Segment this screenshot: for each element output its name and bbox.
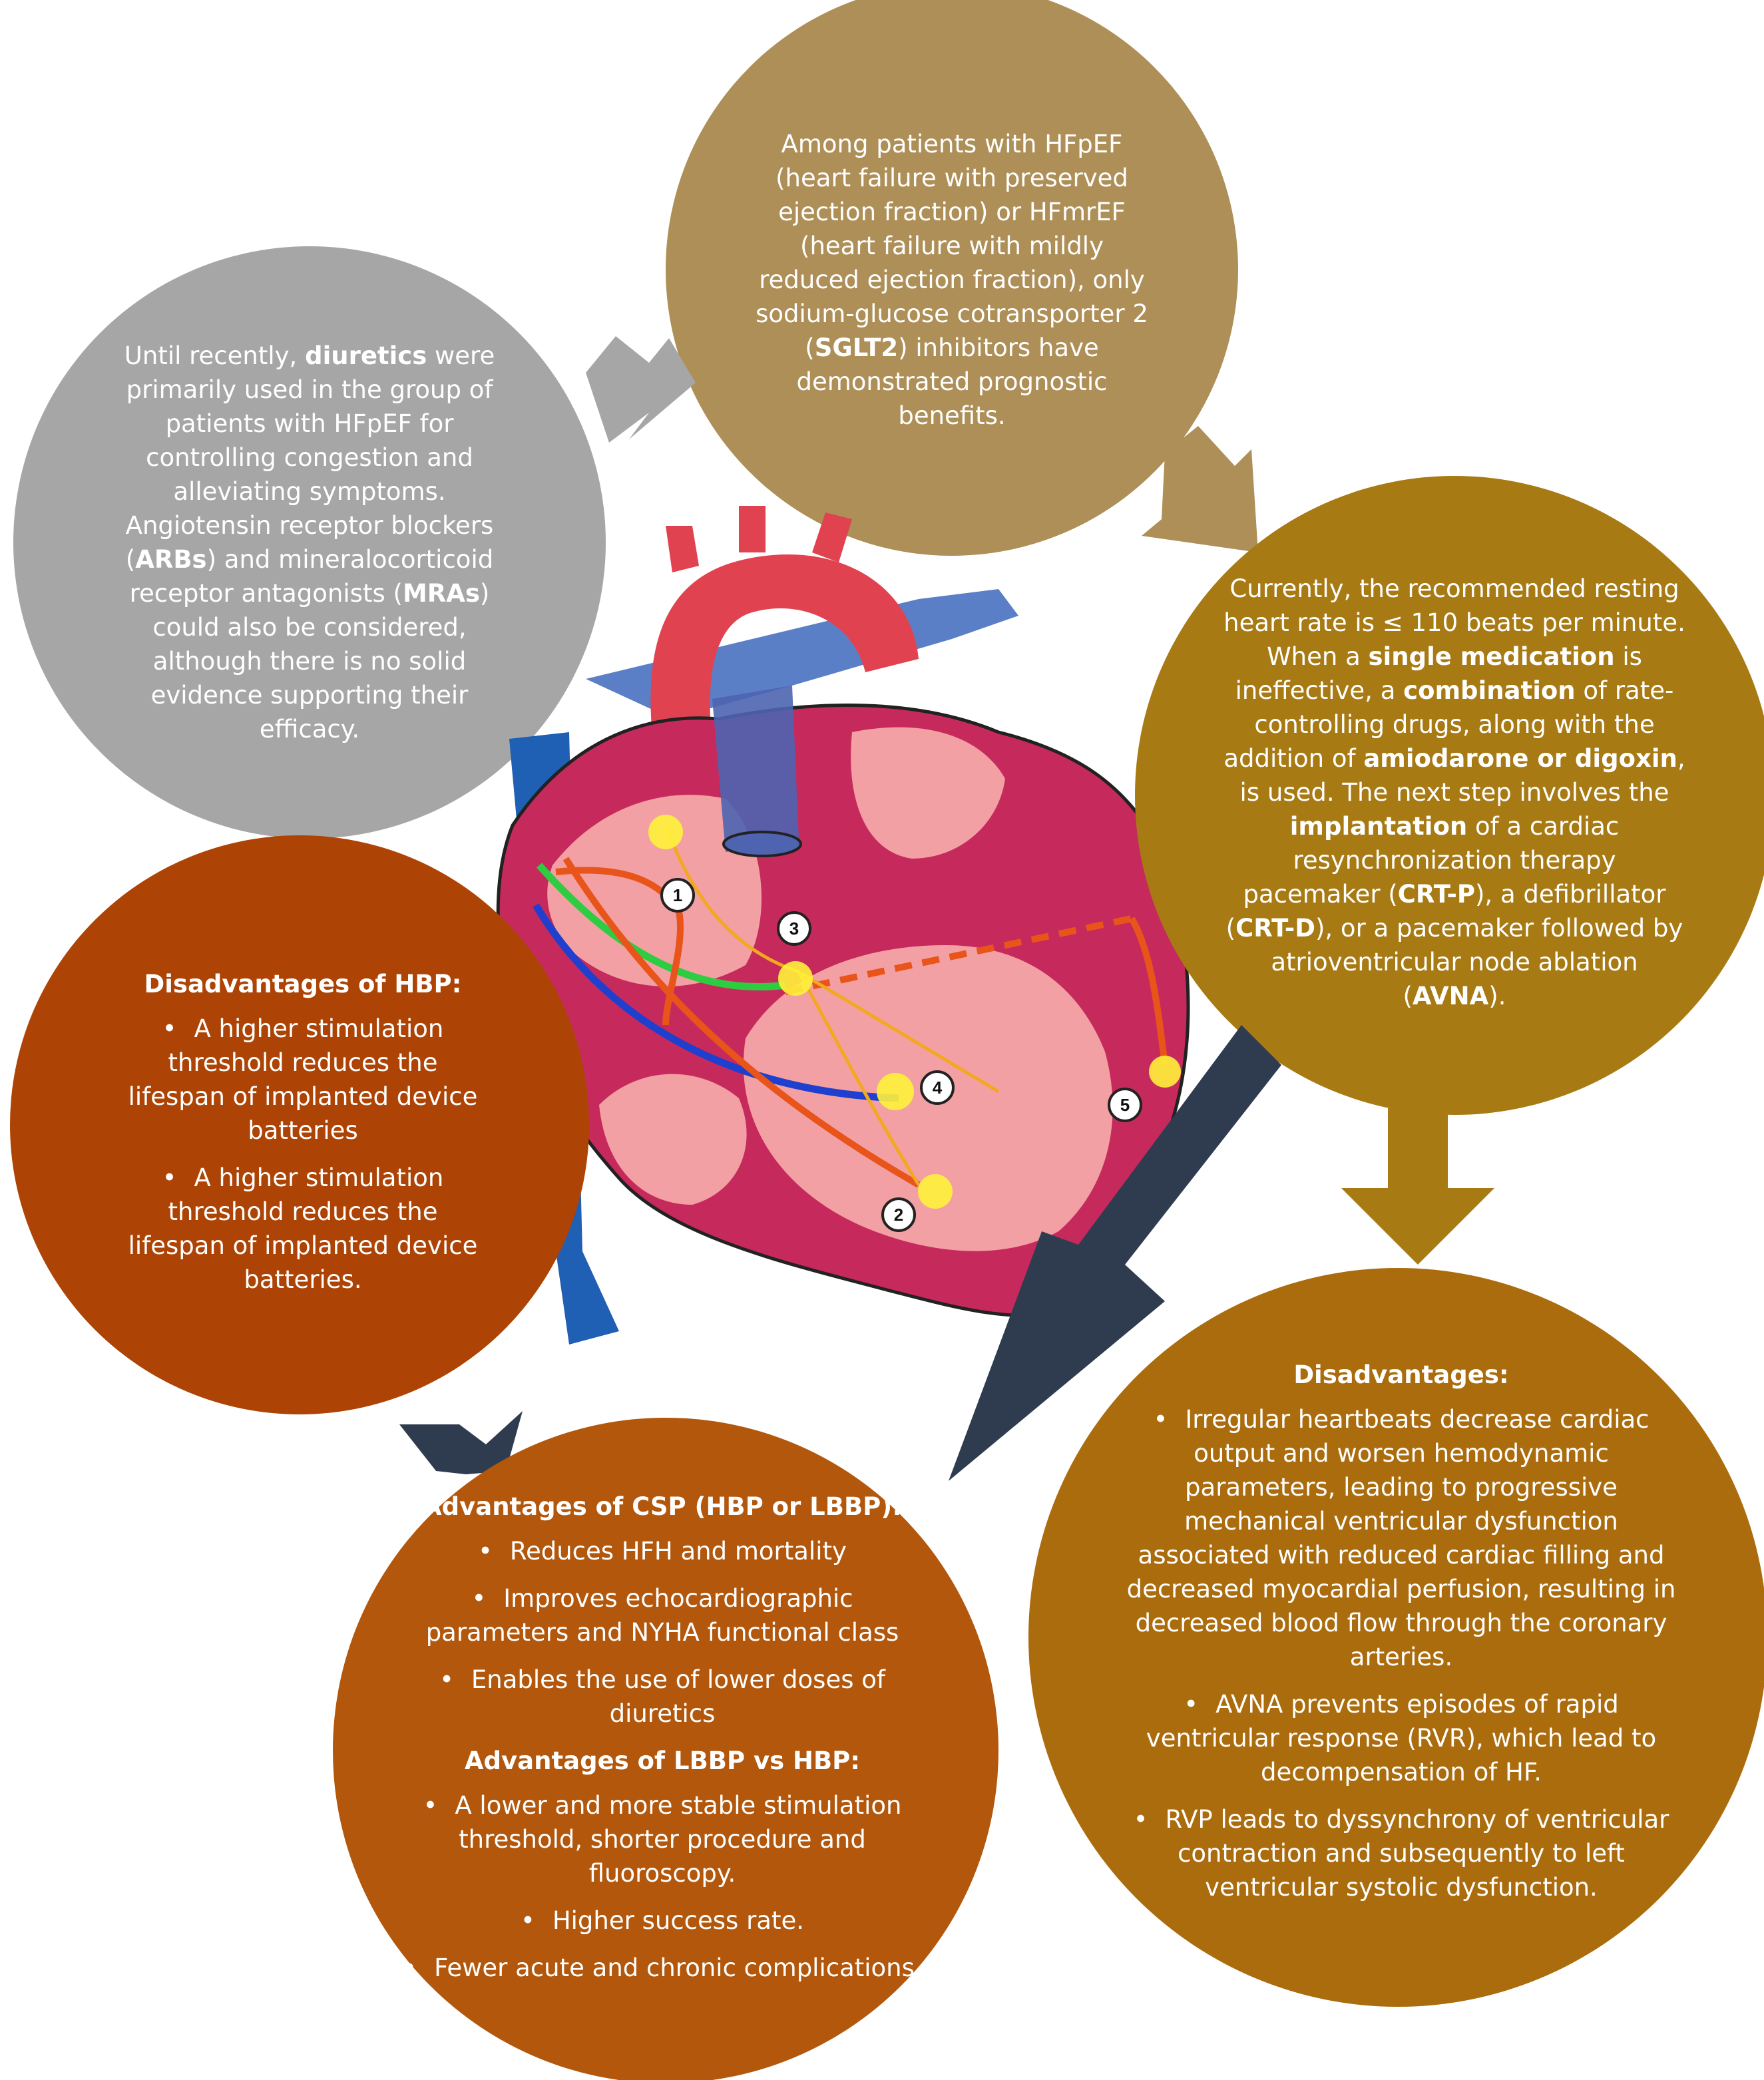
gold-to-orange-arrow (949, 1025, 1281, 1481)
orange-circle-text: Advantages of CSP (HBP or LBBP): Reduces… (399, 1451, 925, 2037)
marker-3: 3 (789, 919, 799, 938)
gray-to-tan-arrow (586, 336, 696, 443)
gold-circle (1135, 476, 1764, 1115)
marker-5: 5 (1120, 1095, 1130, 1115)
tan-to-gold-arrow (1142, 426, 1258, 552)
gold-to-amber-arrow (1341, 1108, 1494, 1265)
amber-circle-text: Disadvantages: Irregular heartbeats decr… (1125, 1338, 1677, 1937)
rust-heading: Disadvantages of HBP: (144, 969, 462, 998)
gray-circle-text: Until recently, diuretics were primarily… (124, 341, 495, 743)
orange-item: Fewer acute and chronic complications. (399, 1951, 925, 1985)
orange-item: Enables the use of lower doses of diuret… (399, 1663, 925, 1731)
orange-item: Improves echocardiographic parameters an… (399, 1581, 925, 1649)
rust-item: A higher stimulation threshold reduces t… (116, 1161, 489, 1297)
tan-circle (666, 0, 1238, 556)
orange-heading-1: Advantages of CSP (HBP or LBBP): (422, 1492, 902, 1521)
amber-item: Irregular heartbeats decrease cardiac ou… (1125, 1402, 1677, 1674)
rust-item: A higher stimulation threshold reduces t… (116, 1012, 489, 1147)
orange-item: Higher success rate. (399, 1904, 925, 1938)
orange-item: Reduces HFH and mortality (399, 1534, 925, 1568)
marker-2: 2 (894, 1205, 903, 1225)
orange-to-rust-arrow (399, 1411, 523, 1474)
tan-circle-text: Among patients with HFpEF (heart failure… (756, 129, 1148, 430)
amber-item: RVP leads to dyssynchrony of ventricular… (1125, 1802, 1677, 1904)
gold-circle-text: Currently, the recommended resting heart… (1223, 574, 1685, 1010)
gray-circle (13, 246, 606, 839)
heart-conduction-illustration-icon: 1 2 3 4 5 (496, 506, 1190, 1345)
marker-4: 4 (933, 1078, 943, 1098)
amber-item: AVNA prevents episodes of rapid ventricu… (1125, 1687, 1677, 1789)
orange-heading-2: Advantages of LBBP vs HBP: (464, 1747, 861, 1775)
orange-item: A lower and more stable stimulation thre… (399, 1788, 925, 1890)
amber-heading: Disadvantages: (1293, 1360, 1509, 1389)
marker-1: 1 (673, 885, 682, 905)
rust-circle-text: Disadvantages of HBP: A higher stimulati… (116, 958, 489, 1318)
